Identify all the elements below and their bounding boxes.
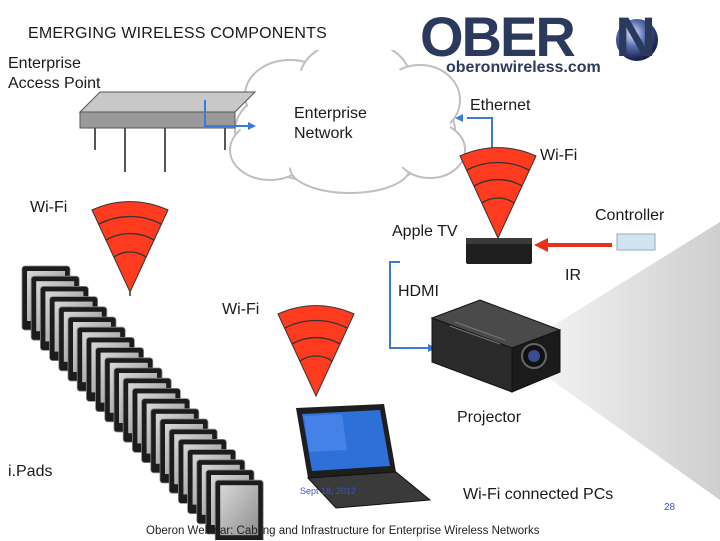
label-wifi-top-right: Wi-Fi [540,147,578,164]
page-number: 28 [664,502,676,513]
controller-device [616,233,656,251]
wifi-signal-icon [277,305,355,398]
label-wifi-pcs: Wi-Fi connected PCs [463,486,614,503]
ipad-stack [21,265,264,540]
label-access-point-line2: Access Point [8,75,101,92]
oberon-logo: OBERON [420,5,656,68]
ir-arrow [534,238,612,252]
label-network-line1: Enterprise [294,105,367,122]
wifi-signal-icon [459,147,537,240]
label-controller: Controller [595,207,665,224]
label-ipads: i.Pads [8,463,53,480]
access-point-device [78,91,257,172]
label-access-point-line1: Enterprise [8,55,81,72]
label-wifi-left: Wi-Fi [30,199,68,216]
title-bar [0,18,400,50]
label-wifi-middle: Wi-Fi [222,301,260,318]
projector-device [430,299,562,393]
laptop-pc [296,404,432,509]
label-ethernet: Ethernet [470,97,531,114]
label-projector: Projector [457,409,522,426]
projector-beam [530,222,720,500]
logo-url: oberonwireless.com [446,59,601,76]
ipad-tablet [214,479,264,540]
label-network-line2: Network [294,125,353,142]
wifi-signal-icon [91,201,169,296]
logo-orb-icon [616,19,658,61]
label-apple-tv: Apple TV [392,223,458,240]
label-ir: IR [565,267,581,284]
slide-footer: Oberon Webinar: Cabling and Infrastructu… [146,525,540,537]
slide-title: EMERGING WIRELESS COMPONENTS [28,25,327,42]
network-connectors [204,100,493,349]
apple-tv-box [466,238,532,264]
label-hdmi: HDMI [398,283,439,300]
slide-date: Sept 18, 2012 [300,486,357,496]
